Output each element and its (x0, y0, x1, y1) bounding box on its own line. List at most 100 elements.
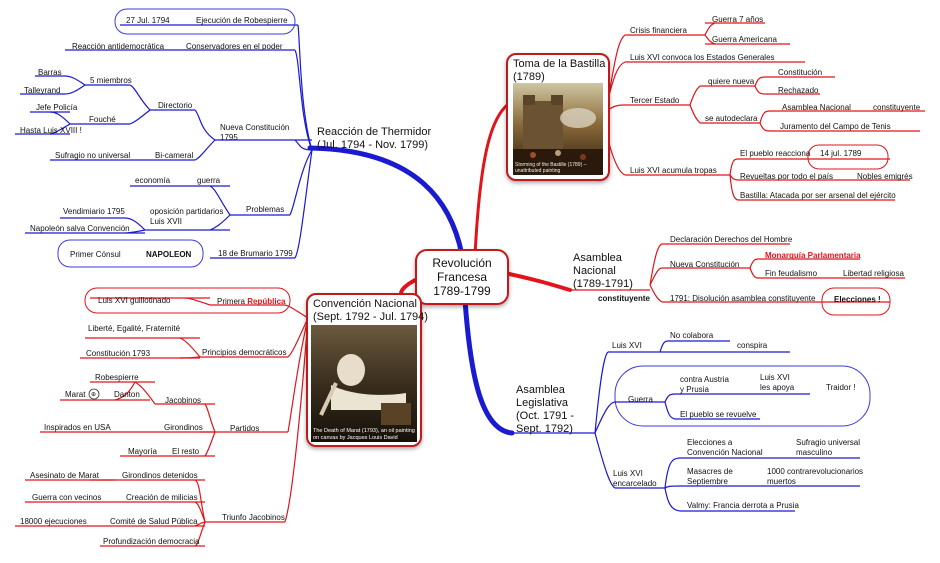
toma-quiere[interactable]: quiere nueva (708, 77, 755, 86)
al-elecciones-l2: Convención Nacional (687, 448, 763, 457)
conv-gir-detenidos[interactable]: Girondinos detenidos (122, 471, 198, 480)
toma-guerra7[interactable]: Guerra 7 años (712, 15, 764, 24)
toma-luis-convoca[interactable]: Luis XVI convoca los Estados Generales (630, 53, 775, 62)
conv-principios[interactable]: Principios democráticos (202, 348, 287, 357)
al-revuelve[interactable]: El pueblo se revuelve (680, 410, 757, 419)
thermidor-guerra[interactable]: guerra (197, 176, 221, 185)
conv-guerra-vecinos[interactable]: Guerra con vecinos (32, 493, 102, 502)
conv-asesinato[interactable]: Asesinato de Marat (30, 471, 99, 480)
conv-const1793[interactable]: Constitución 1793 (86, 349, 151, 358)
thermidor-bicameral[interactable]: Bi-cameral (155, 151, 194, 160)
al-sufragio[interactable]: Sufragio universal masculino (796, 438, 860, 458)
conv-milicias[interactable]: Creación de milicias (126, 493, 198, 502)
conv-marat[interactable]: Marat (65, 390, 86, 399)
al-no-colabora[interactable]: No colabora (670, 331, 714, 340)
an-declaracion[interactable]: Declaración Derechos del Hombre (670, 235, 793, 244)
an-monarquia[interactable]: Monarquía Parlamentaria (765, 251, 861, 260)
toma-title-line1: Toma de la Bastilla (513, 58, 606, 70)
al-masacres[interactable]: Masacres de Septiembre (687, 467, 733, 487)
al-guerra[interactable]: Guerra (628, 395, 653, 404)
al-valmy[interactable]: Valmy: Francia derrota a Prusia (687, 501, 799, 510)
al-title-line4: Sept. 1792) (516, 423, 573, 435)
thermidor-napoleon[interactable]: NAPOLEON (146, 250, 192, 259)
al-elecciones-l1: Elecciones a (687, 438, 733, 447)
toma-pueblo-reacciona[interactable]: El pueblo reacciona (740, 149, 811, 158)
toma-revueltas[interactable]: Revueltas por todo el país (740, 172, 833, 181)
thermidor-nueva-const[interactable]: Nueva Constitución 1795 (220, 123, 289, 143)
toma-bastilla-node[interactable]: Toma de la Bastilla (1789) Storming of t… (506, 53, 610, 181)
thermidor-economia[interactable]: economía (135, 176, 171, 185)
toma-asamblea-nac[interactable]: Asamblea Nacional (782, 103, 851, 112)
toma-fecha[interactable]: 14 jul. 1789 (820, 149, 862, 158)
an-nueva-const[interactable]: Nueva Constitución (670, 260, 740, 269)
asamblea-legislativa-title[interactable]: Asamblea Legislativa (Oct. 1791 - Sept. … (516, 384, 574, 436)
conv-girondinos[interactable]: Girondinos (164, 423, 203, 432)
thermidor-vendimiario[interactable]: Vendimiario 1795 (63, 207, 125, 216)
al-mil-muertos[interactable]: 1000 contrarevolucionarios muertos (767, 467, 863, 487)
thermidor-problemas[interactable]: Problemas (246, 205, 285, 214)
an-elecciones[interactable]: Elecciones ! (834, 295, 881, 304)
toma-nobles[interactable]: Nobles emigrés (857, 172, 913, 181)
thermidor-barras[interactable]: Barras (38, 68, 62, 77)
toma-constituyente[interactable]: constituyente (873, 103, 921, 112)
an-libertad[interactable]: Libertad religiosa (843, 269, 904, 278)
thermidor-title-line2: (Jul. 1794 - Nov. 1799) (317, 139, 429, 151)
conv-marat-link-icon[interactable]: ⊕ (91, 392, 97, 398)
toma-crisis[interactable]: Crisis financiera (630, 26, 687, 35)
thermidor-fecha[interactable]: 27 Jul. 1794 (126, 16, 170, 25)
thermidor-fouche[interactable]: Fouché (89, 115, 116, 124)
al-conspira[interactable]: conspira (737, 341, 768, 350)
an-fin-feudalismo[interactable]: Fin feudalismo (765, 269, 818, 278)
toma-acumula[interactable]: Luis XVI acumula tropas (630, 166, 717, 175)
thermidor-primer-consul[interactable]: Primer Cónsul (70, 250, 121, 259)
toma-bastilla-atacada[interactable]: Bastilla: Atacada por ser arsenal del ej… (740, 191, 896, 200)
conv-mayoria[interactable]: Mayoría (128, 447, 157, 456)
an-title-line3: (1789-1791) (573, 278, 633, 290)
thermidor-miembros[interactable]: 5 miembros (90, 76, 132, 85)
toma-rechazado[interactable]: Rechazado (778, 86, 819, 95)
toma-autodeclara[interactable]: se autodeclara (705, 114, 758, 123)
al-traidor[interactable]: Traidor ! (826, 383, 856, 392)
al-encarcelado[interactable]: Luis XVI encarcelado (613, 469, 657, 489)
conv-resto[interactable]: El resto (172, 447, 200, 456)
thermidor-directorio[interactable]: Directorio (158, 101, 193, 110)
thermidor-sufragio[interactable]: Sufragio no universal (55, 151, 131, 160)
conv-primera-republica[interactable]: Primera República (217, 297, 285, 307)
toma-tercer[interactable]: Tercer Estado (630, 96, 680, 105)
thermidor-conservadores[interactable]: Conservadores en el poder (186, 42, 283, 51)
conv-inspirados[interactable]: Inspirados en USA (44, 423, 111, 432)
thermidor-title[interactable]: Reacción de Thermidor (Jul. 1794 - Nov. … (317, 126, 431, 152)
thermidor-talleyrand[interactable]: Talleyrand (24, 86, 61, 95)
al-elecciones[interactable]: Elecciones a Convención Nacional (687, 438, 763, 458)
central-topic[interactable]: Revolución Francesa 1789-1799 (415, 249, 509, 305)
asamblea-nacional-title[interactable]: Asamblea Nacional (1789-1791) (573, 252, 633, 291)
toma-guerra-am[interactable]: Guerra Americana (712, 35, 777, 44)
thermidor-brumario[interactable]: 18 de Brumario 1799 (218, 249, 293, 258)
thermidor-jefe[interactable]: Jefe Policía (36, 103, 78, 112)
thermidor-ejecucion[interactable]: Ejecución de Robespierre (196, 16, 288, 25)
conv-ejecuciones[interactable]: 18000 ejecuciones (20, 517, 87, 526)
al-luisxvi-apoya[interactable]: Luis XVI les apoya (760, 373, 794, 393)
conv-guillotinado[interactable]: Luis XVI guillotinado (98, 296, 171, 305)
conv-profundizacion[interactable]: Profundización democracia (103, 537, 200, 546)
conv-jacobinos[interactable]: Jacobinos (165, 396, 202, 405)
thermidor-napoleon-salva[interactable]: Napoleón salva Convención (30, 224, 130, 233)
conv-liberte[interactable]: Liberté, Egalité, Fraternité (88, 324, 181, 333)
conv-partidos[interactable]: Partidos (230, 424, 260, 433)
thermidor-oposicion[interactable]: oposición partidarios Luis XVII (150, 207, 223, 227)
conv-triunfo[interactable]: Triunfo Jacobinos (222, 513, 285, 522)
al-luis[interactable]: Luis XVI (612, 341, 642, 350)
al-encarcelado-l2: encarcelado (613, 479, 657, 488)
conv-danton[interactable]: Danton (114, 390, 140, 399)
an-title-line1: Asamblea (573, 252, 622, 264)
al-contra-l2: y Prusia (680, 385, 709, 394)
toma-juramento[interactable]: Juramento del Campo de Tenis (780, 122, 891, 131)
convencion-node[interactable]: Convención Nacional (Sept. 1792 - Jul. 1… (306, 293, 428, 447)
an-disolucion[interactable]: 1791: Disolución asamblea constituyente (670, 294, 816, 303)
conv-comite[interactable]: Comité de Salud Pública (110, 517, 198, 526)
al-contra[interactable]: contra Austria y Prusia (680, 375, 729, 395)
thermidor-hasta[interactable]: Hasta Luis XVIII ! (20, 126, 82, 135)
conv-robespierre[interactable]: Robespierre (95, 373, 139, 382)
toma-constitucion[interactable]: Constitución (778, 68, 823, 77)
thermidor-reaccion[interactable]: Reacción antidemocrática (72, 42, 165, 51)
